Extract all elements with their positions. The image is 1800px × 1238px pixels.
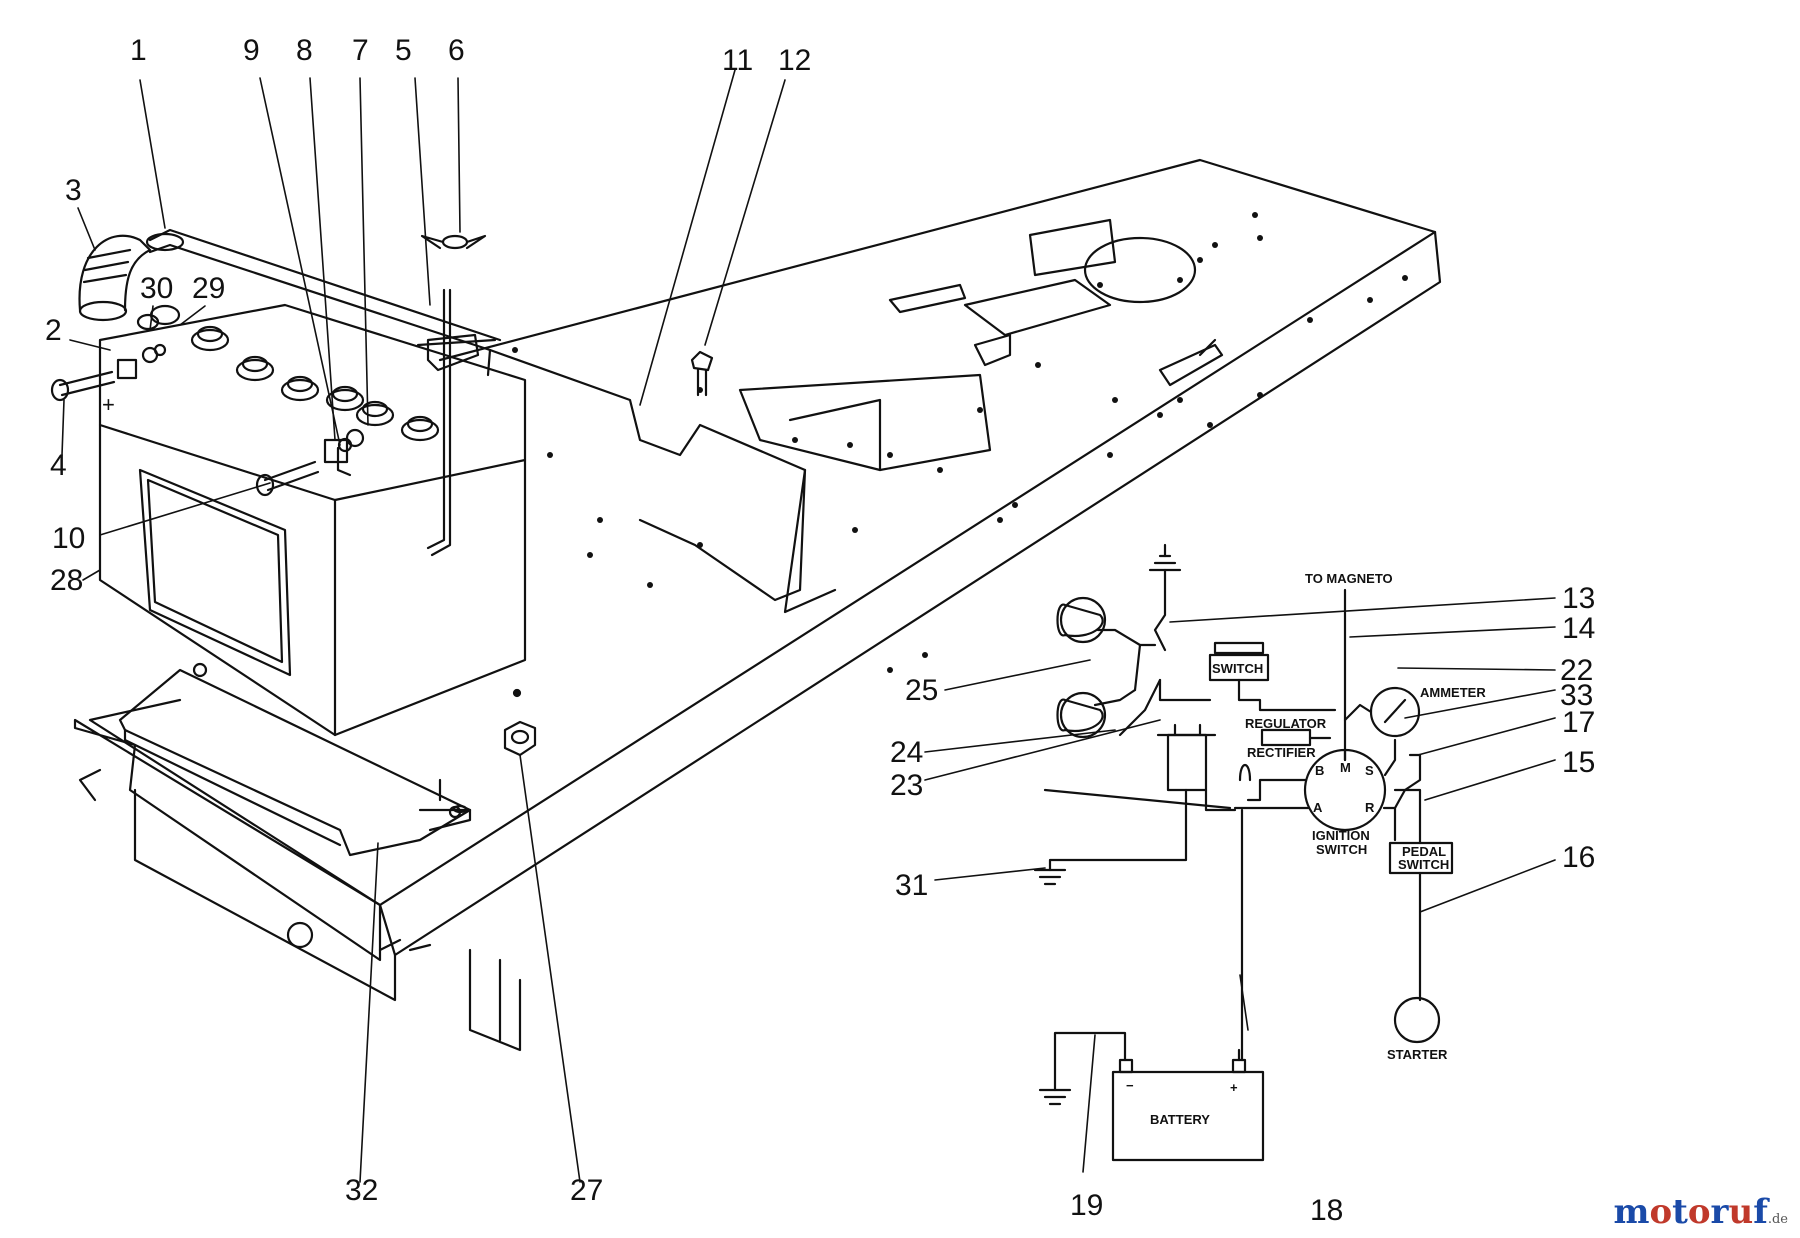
callout-15: 15 bbox=[1562, 746, 1595, 779]
label-term-b: B bbox=[1315, 763, 1324, 778]
callout-30: 30 bbox=[140, 272, 173, 305]
callout-7: 7 bbox=[352, 34, 369, 67]
battery-plus-sign: + bbox=[102, 392, 115, 417]
callout-12: 12 bbox=[778, 44, 811, 77]
label-pedal-1: PEDAL bbox=[1402, 844, 1446, 859]
hold-down-rod bbox=[145, 228, 502, 814]
callout-29: 29 bbox=[192, 272, 225, 305]
callout-6: 6 bbox=[448, 34, 465, 67]
callout-16: 16 bbox=[1562, 841, 1595, 874]
label-to-magneto: TO MAGNETO bbox=[1305, 571, 1393, 586]
label-ignition-1: IGNITION bbox=[1312, 828, 1370, 843]
callout-2: 2 bbox=[45, 314, 62, 347]
watermark-brand: motoruf bbox=[1613, 1192, 1768, 1232]
label-battery-plus: + bbox=[1230, 1080, 1238, 1095]
wiring-schematic bbox=[1033, 543, 1454, 1162]
callout-8: 8 bbox=[296, 34, 313, 67]
callout-19: 19 bbox=[1070, 1189, 1103, 1222]
label-term-s: S bbox=[1365, 763, 1374, 778]
callout-11: 11 bbox=[722, 44, 753, 77]
label-term-a: A bbox=[1313, 800, 1323, 815]
label-ignition-2: SWITCH bbox=[1316, 842, 1367, 857]
callout-13: 13 bbox=[1562, 582, 1595, 615]
frame-holes bbox=[512, 212, 1408, 673]
callout-27: 27 bbox=[570, 1174, 603, 1207]
terminal-hardware bbox=[50, 343, 365, 497]
bolt-12 bbox=[690, 350, 714, 397]
label-switch: SWITCH bbox=[1212, 661, 1263, 676]
cable-boot bbox=[78, 234, 152, 322]
callout-31: 31 bbox=[895, 869, 928, 902]
callout-3: 3 bbox=[65, 174, 82, 207]
watermark: motoruf.de bbox=[1613, 1192, 1788, 1232]
callout-33: 33 bbox=[1560, 679, 1593, 712]
callout-25: 25 bbox=[905, 674, 938, 707]
callout-17: 17 bbox=[1562, 706, 1595, 739]
callout-28: 28 bbox=[50, 564, 83, 597]
leader-lines bbox=[61, 69, 1556, 1183]
label-pedal-2: SWITCH bbox=[1398, 857, 1449, 872]
callout-9: 9 bbox=[243, 34, 260, 67]
callout-18: 18 bbox=[1310, 1194, 1343, 1227]
label-starter: STARTER bbox=[1387, 1047, 1448, 1062]
battery bbox=[98, 303, 527, 737]
label-regulator: REGULATOR bbox=[1245, 716, 1327, 731]
callout-24: 24 bbox=[890, 736, 923, 769]
cross-brace bbox=[486, 348, 837, 614]
callout-23: 23 bbox=[890, 769, 923, 802]
callout-5: 5 bbox=[395, 34, 412, 67]
frame-main bbox=[73, 158, 1442, 1052]
callout-10: 10 bbox=[52, 522, 85, 555]
label-battery-minus: − bbox=[1126, 1078, 1134, 1093]
callout-1: 1 bbox=[130, 34, 147, 67]
battery-tray bbox=[118, 662, 472, 857]
watermark-suffix: .de bbox=[1767, 1212, 1788, 1227]
callout-14: 14 bbox=[1562, 612, 1595, 645]
callout-32: 32 bbox=[345, 1174, 378, 1207]
label-ammeter: AMMETER bbox=[1420, 685, 1486, 700]
callout-22: 22 bbox=[1560, 654, 1593, 687]
wiring-labels: TO MAGNETO SWITCH REGULATOR RECTIFIER AM… bbox=[1126, 571, 1486, 1127]
nut-27 bbox=[503, 688, 537, 757]
label-battery: BATTERY bbox=[1150, 1112, 1210, 1127]
label-rectifier: RECTIFIER bbox=[1247, 745, 1316, 760]
callout-4: 4 bbox=[50, 449, 67, 482]
callouts: 1 9 8 7 5 6 11 12 3 30 29 2 4 10 28 13 1… bbox=[45, 34, 1595, 1227]
label-term-r: R bbox=[1365, 800, 1375, 815]
label-term-m: M bbox=[1340, 760, 1351, 775]
